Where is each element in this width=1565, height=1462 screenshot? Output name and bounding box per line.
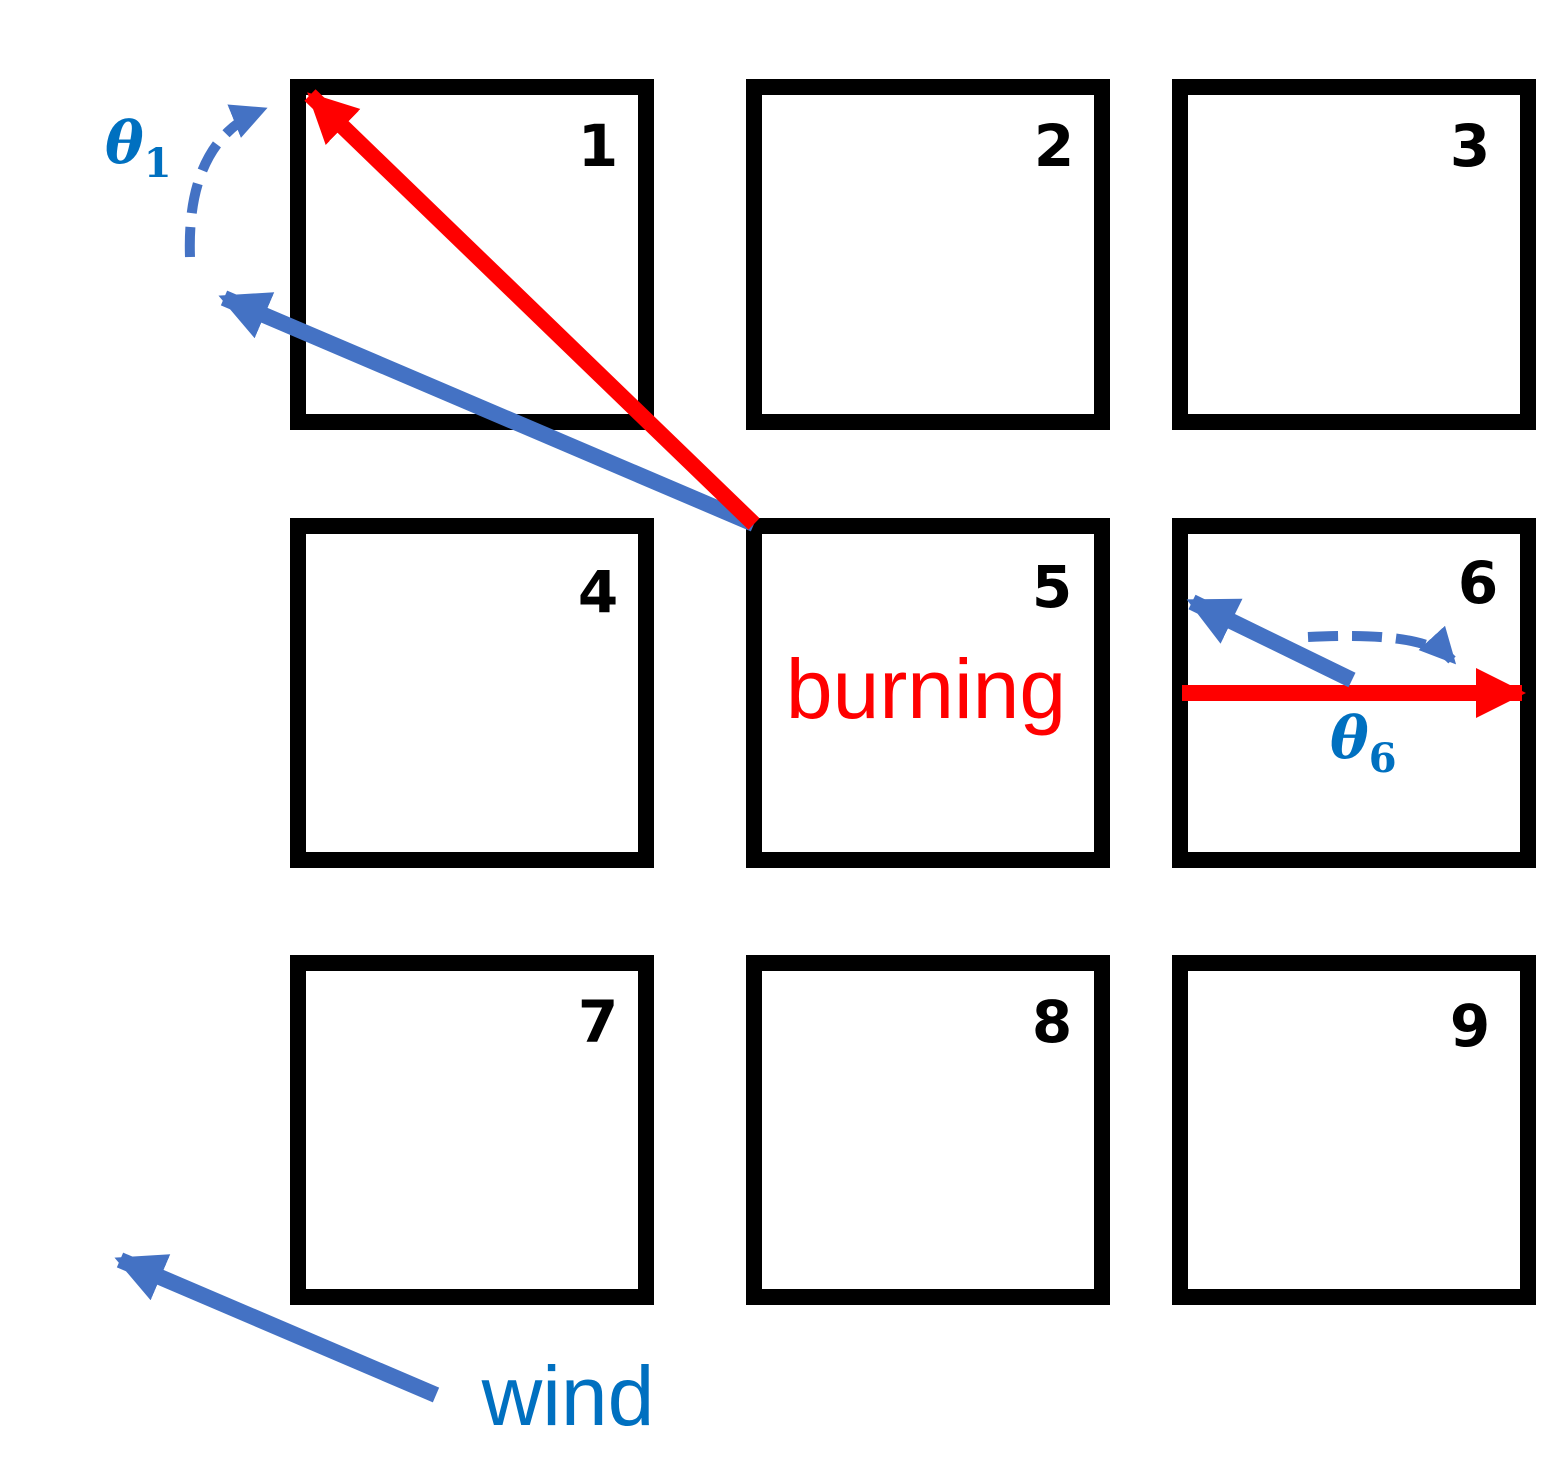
cell-2-number: 2	[1034, 112, 1074, 180]
cell-3: 3	[1172, 79, 1536, 430]
cell-4-box	[290, 518, 654, 868]
theta1-subscript: 1	[144, 140, 172, 187]
spread-arrow-to-cell-1	[304, 89, 760, 530]
theta6-label: θ6	[1330, 704, 1397, 782]
cell-1-number: 1	[578, 112, 618, 180]
theta1-angle-arc	[184, 104, 268, 258]
cell-5-number: 5	[1032, 553, 1072, 621]
cell-grid: 1 2 3 4 5 6 7 8	[290, 79, 1536, 1305]
wind-arrow-in-cell-6	[1186, 594, 1356, 688]
theta6-symbol: θ	[1330, 704, 1369, 772]
burning-label: burning	[786, 642, 1066, 736]
cell-7: 7	[290, 955, 654, 1305]
cell-3-number: 3	[1450, 112, 1490, 180]
cell-6-number: 6	[1458, 549, 1498, 617]
cell-8: 8	[746, 955, 1110, 1305]
cell-5-box	[746, 518, 1110, 868]
cell-9-number: 9	[1450, 992, 1490, 1060]
cell-7-number: 7	[578, 988, 618, 1056]
theta6-angle-arc	[1307, 625, 1457, 665]
theta1-label: θ1	[105, 109, 172, 187]
cell-3-box	[1172, 79, 1536, 430]
cell-9: 9	[1172, 955, 1536, 1305]
wind-legend-arrow	[114, 1252, 440, 1403]
cell-5: 5	[746, 518, 1110, 868]
cell-4-number: 4	[578, 558, 618, 626]
wind-label: wind	[481, 1349, 655, 1443]
theta1-symbol: θ	[105, 109, 144, 177]
cell-7-box	[290, 955, 654, 1305]
cell-8-box	[746, 955, 1110, 1305]
cell-4: 4	[290, 518, 654, 868]
cell-8-number: 8	[1032, 988, 1072, 1056]
cell-2: 2	[746, 79, 1110, 430]
theta6-subscript: 6	[1369, 735, 1397, 782]
cell-2-box	[746, 79, 1110, 430]
wind-arrow-to-cell-1	[218, 290, 758, 532]
cell-9-box	[1172, 955, 1536, 1305]
